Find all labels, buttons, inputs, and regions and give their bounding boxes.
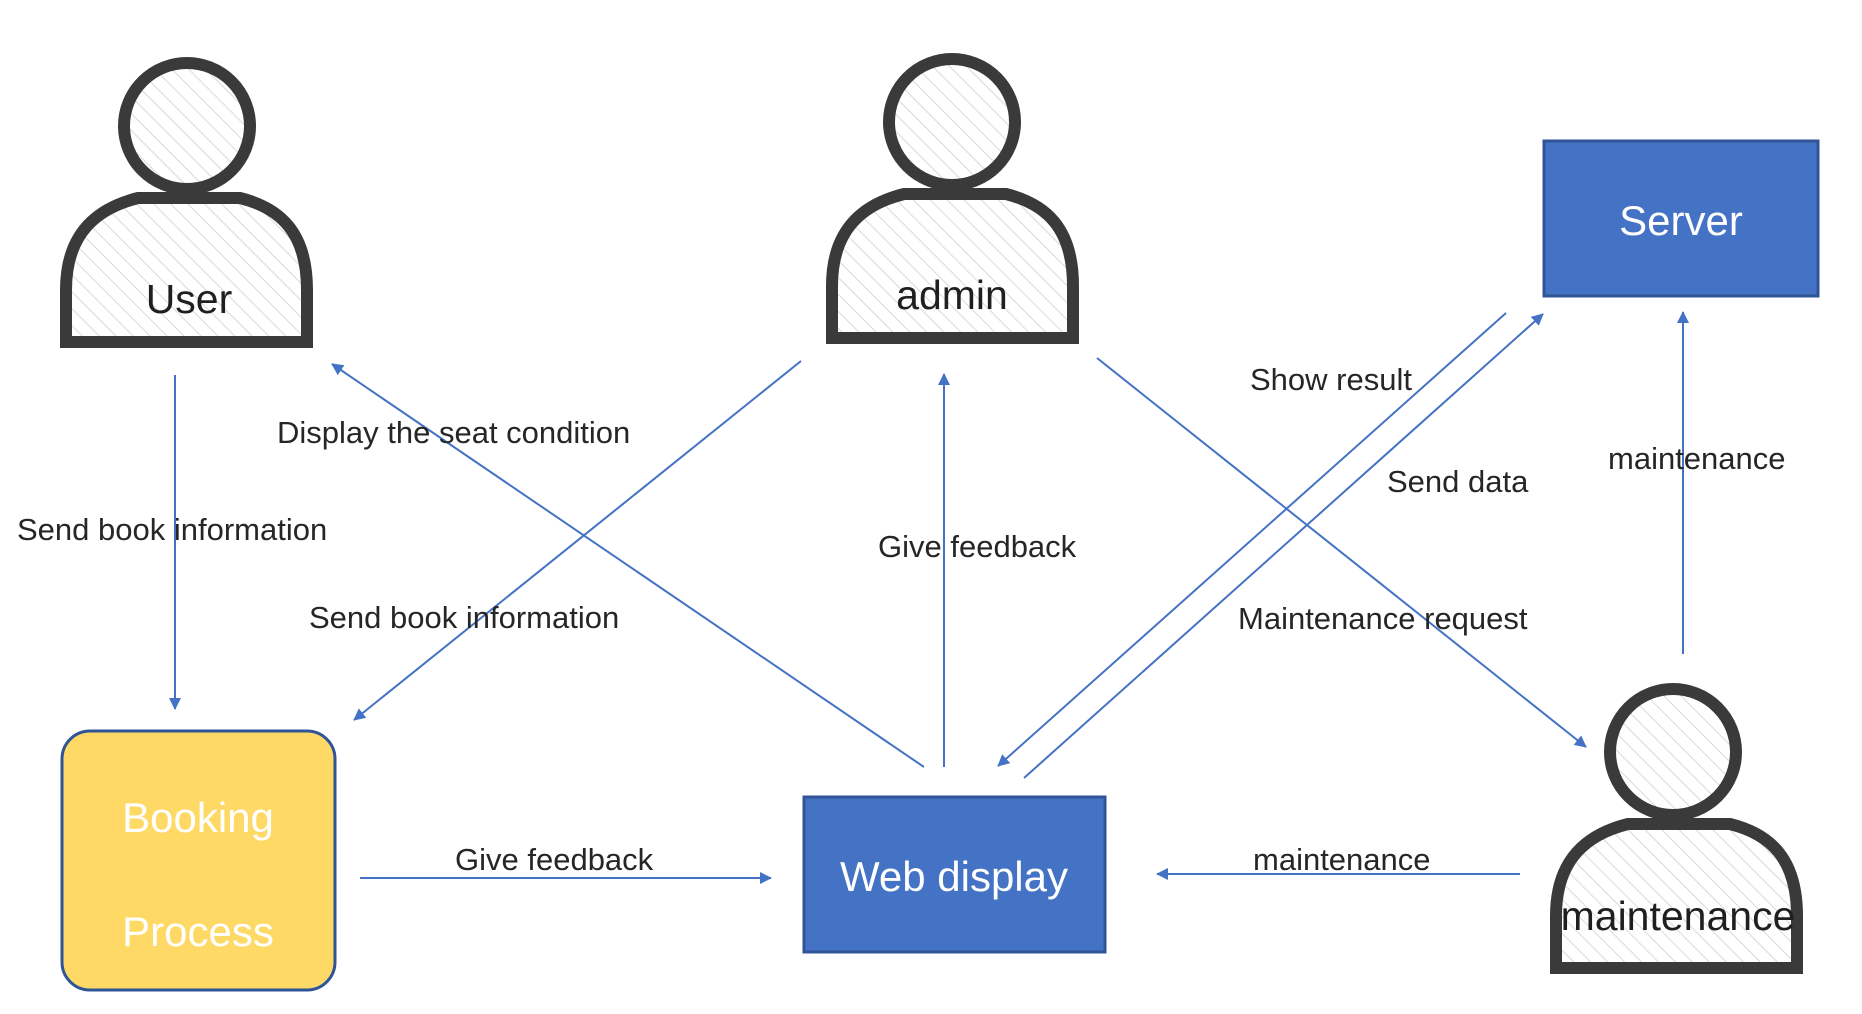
booking-label-line1: Booking bbox=[122, 794, 274, 841]
actor-label-maintenance: maintenance bbox=[1561, 893, 1796, 939]
booking-label-line2: Process bbox=[122, 908, 274, 955]
arrow-admin-to-maintenance bbox=[1096, 357, 1587, 748]
edge-label-maintenance-to-server: maintenance bbox=[1608, 441, 1786, 476]
edge-label-web-to-user: Display the seat condition bbox=[277, 415, 630, 450]
actor-label-user: User bbox=[146, 276, 233, 322]
server-label: Server bbox=[1619, 197, 1743, 244]
person-head-icon bbox=[883, 53, 1021, 191]
edge-label-booking-to-web: Give feedback bbox=[455, 842, 654, 877]
edge-label-maintenance-to-web: maintenance bbox=[1253, 842, 1431, 877]
person-icon bbox=[826, 188, 1079, 344]
edge-label-admin-to-booking: Send book information bbox=[309, 600, 619, 635]
node-booking-process: Booking Process bbox=[60, 729, 337, 992]
edge-label-server-to-web: Show result bbox=[1250, 362, 1412, 397]
edge-label-admin-to-maintenance: Maintenance request bbox=[1238, 601, 1528, 636]
actor-label-admin: admin bbox=[896, 272, 1008, 318]
actor-admin: admin bbox=[826, 53, 1079, 344]
node-web-display: Web display bbox=[802, 795, 1107, 954]
web-display-label: Web display bbox=[840, 853, 1068, 900]
edge-label-user-to-booking: Send book information bbox=[17, 512, 327, 547]
arrow-server-to-web bbox=[997, 312, 1507, 767]
booking-process-box bbox=[60, 729, 337, 992]
edge-label-web-to-admin: Give feedback bbox=[878, 529, 1077, 564]
person-head-icon bbox=[118, 57, 256, 195]
actor-maintenance: maintenance bbox=[1550, 683, 1803, 974]
person-icon bbox=[1550, 818, 1803, 974]
server-box bbox=[1542, 139, 1820, 298]
person-head-icon bbox=[1604, 683, 1742, 821]
arrow-admin-to-booking bbox=[353, 360, 802, 721]
arrow-web-to-server bbox=[1023, 313, 1544, 779]
node-server: Server bbox=[1542, 139, 1820, 298]
actor-user: User bbox=[60, 57, 313, 348]
web-display-box bbox=[802, 795, 1107, 954]
person-icon bbox=[60, 192, 313, 348]
arrow-web-to-user bbox=[331, 363, 925, 768]
edge-label-web-to-server: Send data bbox=[1387, 464, 1529, 499]
